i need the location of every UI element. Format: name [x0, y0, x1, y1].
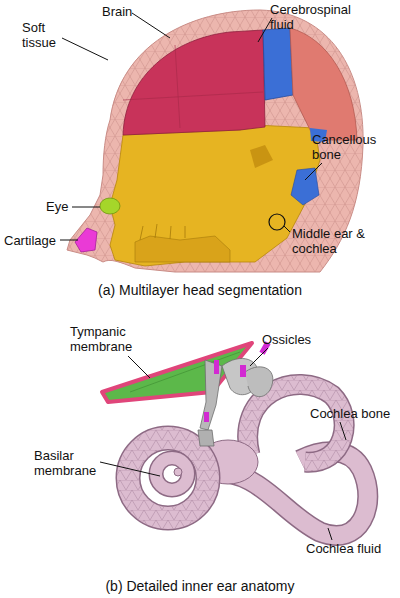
part-label: Ossicles — [262, 332, 332, 347]
leader-lines — [100, 348, 346, 540]
inner-ear-model — [102, 341, 368, 535]
part-label: Brain — [102, 4, 162, 19]
part-label: Cochlea fluid — [306, 541, 396, 556]
part-label: Middle ear & cochlea — [292, 226, 366, 256]
leader-lines — [60, 13, 322, 240]
part-label: Cerebrospinal fluid — [270, 2, 370, 32]
part-label: Eye — [46, 199, 76, 214]
part-label: Tympanic membrane — [70, 324, 142, 354]
part-label: Cancellous bone — [312, 132, 392, 162]
part-label: Soft tissue — [22, 20, 67, 50]
subfigure-caption: (a) Multilayer head segmentation — [0, 282, 400, 299]
subfigure-caption: (b) Detailed inner ear anatomy — [0, 578, 400, 595]
part-label: Cartilage — [4, 233, 66, 248]
part-label: Basilar membrane — [34, 448, 106, 478]
part-label: Cochlea bone — [310, 406, 400, 421]
